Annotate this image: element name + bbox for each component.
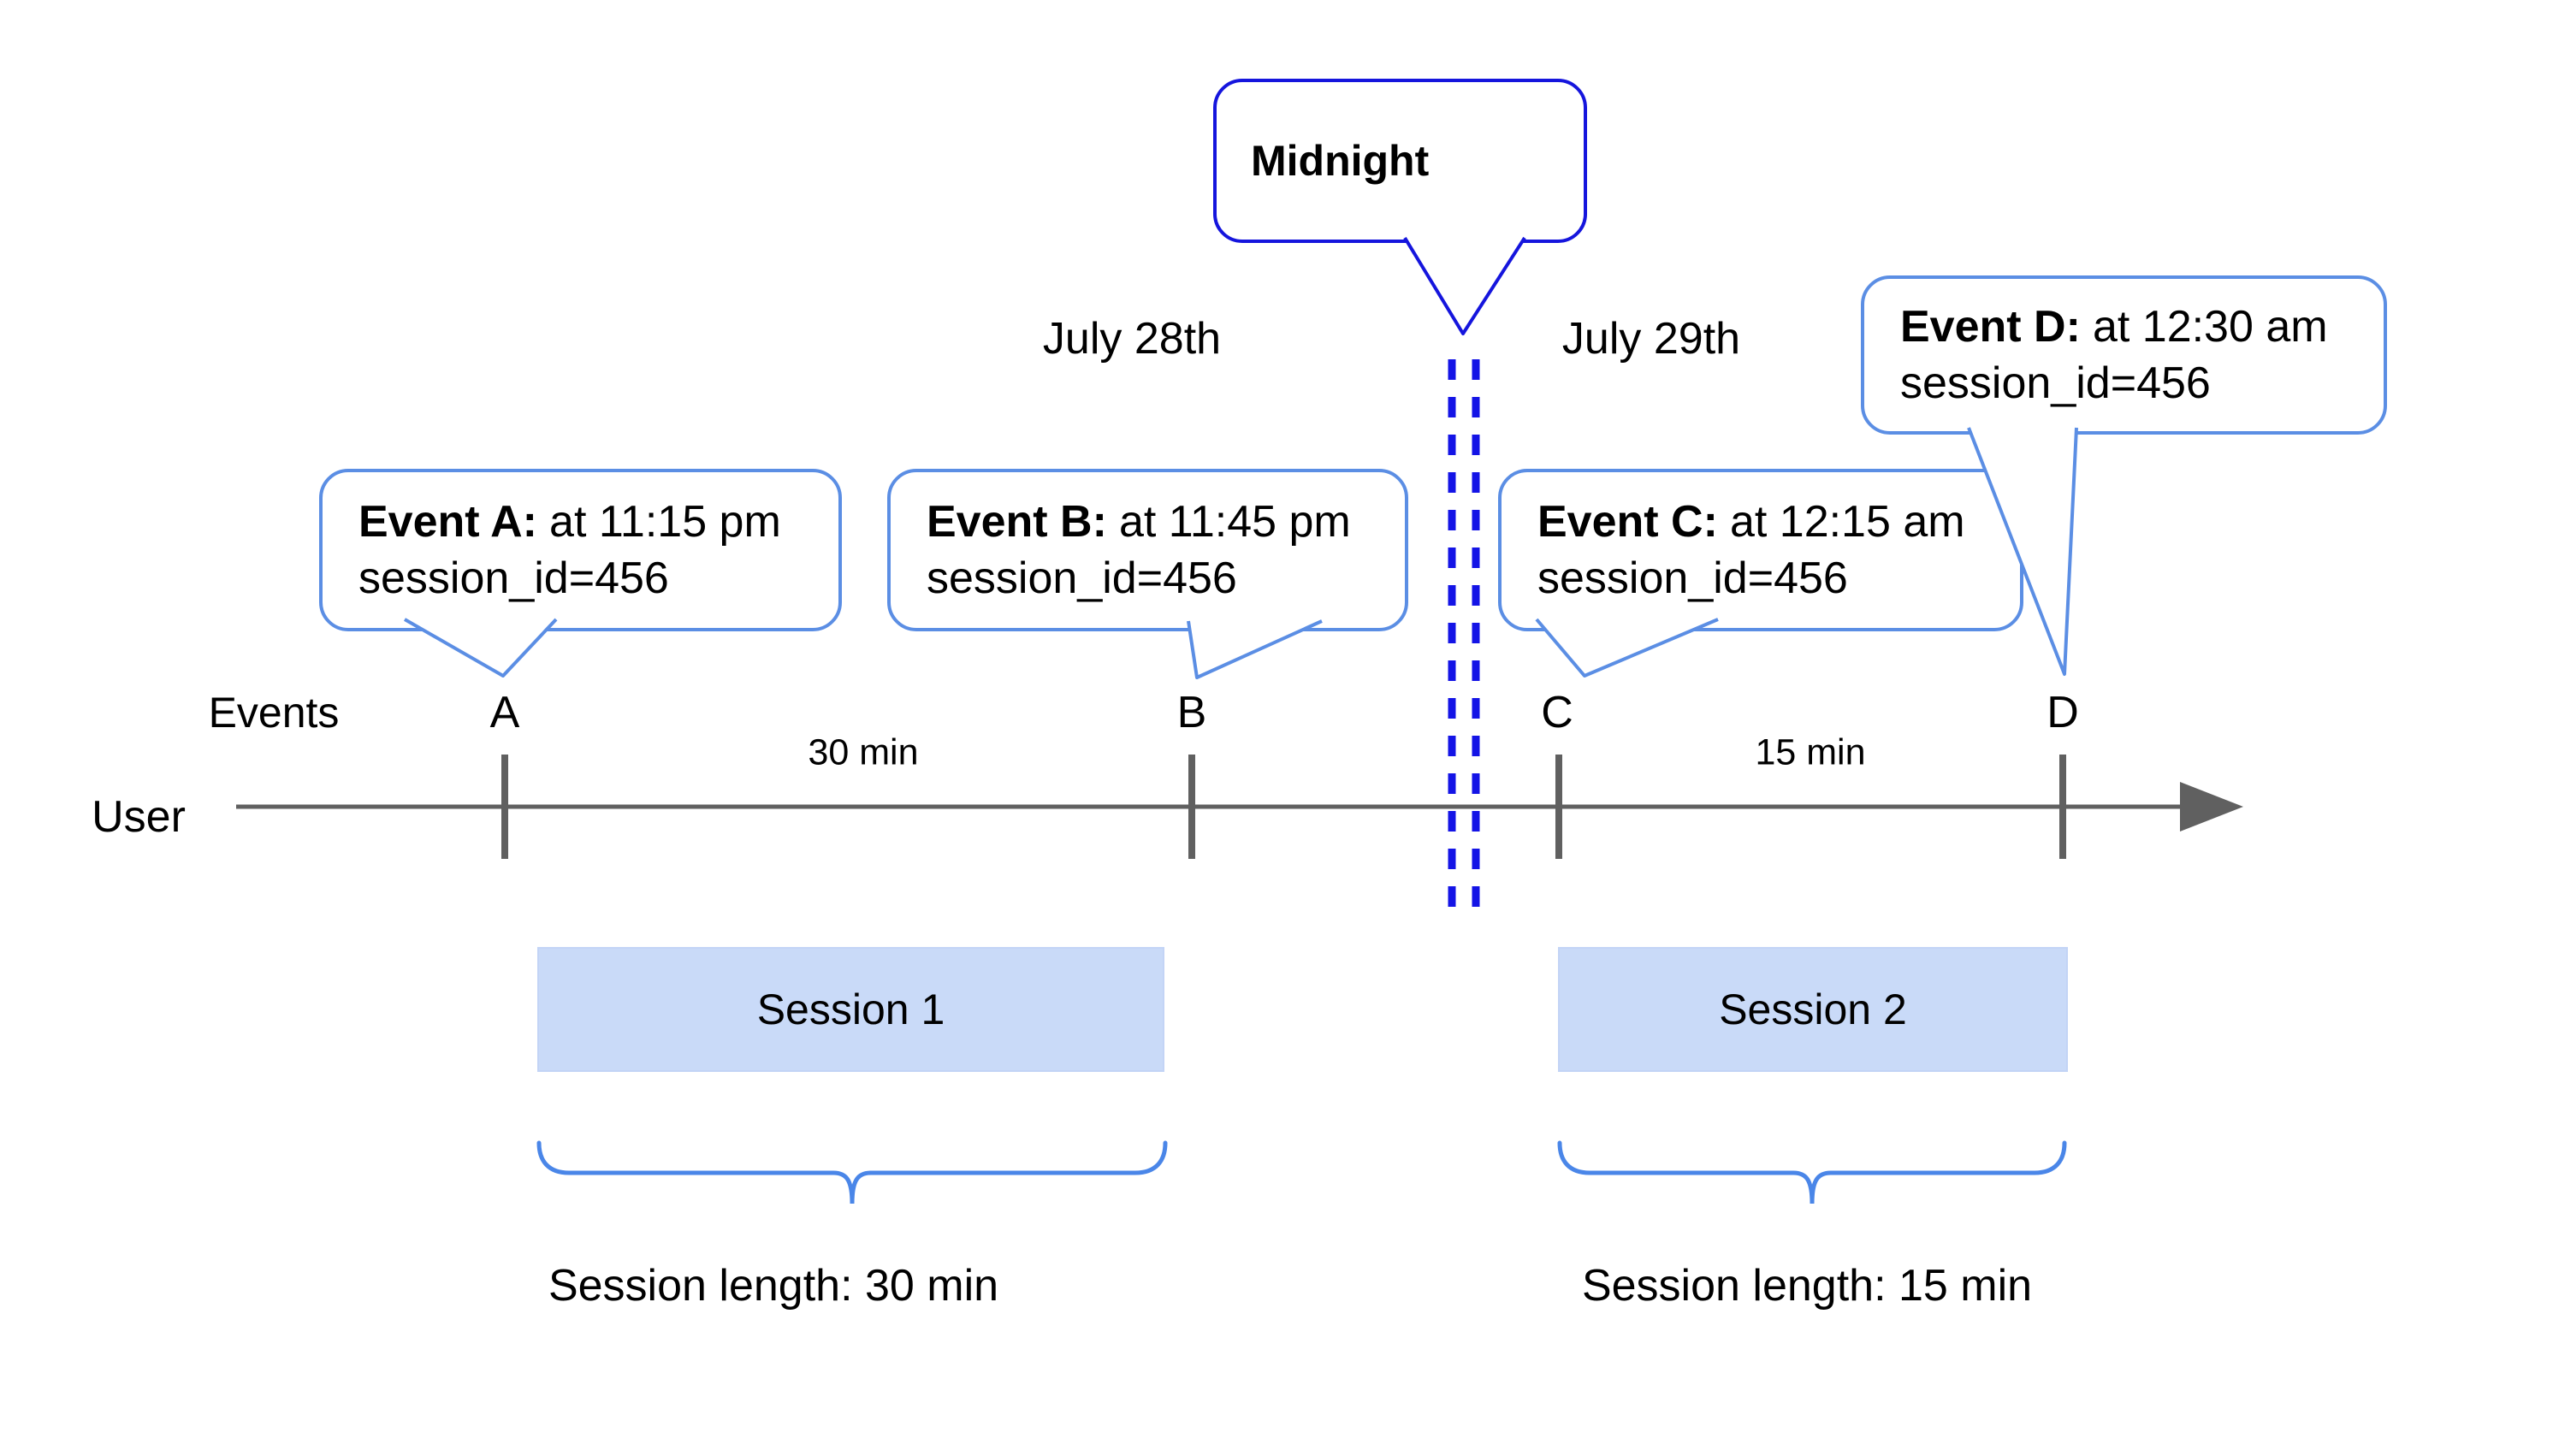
event-c-line1: Event C:at 12:15 am bbox=[1537, 494, 2011, 550]
date-label-july-29: July 29th bbox=[1561, 314, 1741, 364]
event-d-time: at 12:30 am bbox=[2092, 302, 2328, 352]
tick-label-d: D bbox=[2047, 688, 2079, 737]
session-2-length-label: Session length: 15 min bbox=[1581, 1261, 2033, 1311]
interval-label-15min: 15 min bbox=[1755, 731, 1866, 773]
session-2-box: Session 2 bbox=[1558, 947, 2068, 1072]
midnight-callout-label: Midnight bbox=[1251, 137, 1430, 185]
event-c-session: session_id=456 bbox=[1537, 553, 1848, 603]
event-c-title: Event C: bbox=[1537, 497, 1718, 547]
event-b-line1: Event B:at 11:45 pm bbox=[927, 494, 1396, 550]
event-a-line1: Event A:at 11:15 pm bbox=[358, 494, 830, 550]
event-d-session: session_id=456 bbox=[1900, 358, 2211, 408]
tick-label-b: B bbox=[1176, 688, 1207, 737]
event-a-title: Event A: bbox=[358, 497, 537, 547]
event-b-callout: Event B:at 11:45 pm session_id=456 bbox=[887, 469, 1408, 631]
session-1-box: Session 1 bbox=[537, 947, 1164, 1072]
session-1-brace bbox=[536, 1140, 1168, 1204]
user-lane-label: User bbox=[92, 792, 186, 842]
midnight-callout: Midnight bbox=[1213, 79, 1587, 243]
event-d-line1: Event D:at 12:30 am bbox=[1900, 299, 2375, 355]
event-b-time: at 11:45 pm bbox=[1118, 497, 1351, 547]
event-b-title: Event B: bbox=[927, 497, 1107, 547]
midnight-callout-tail bbox=[1403, 236, 1526, 335]
session-1-length-label: Session length: 30 min bbox=[548, 1261, 999, 1311]
event-b-session: session_id=456 bbox=[927, 553, 1237, 603]
event-a-callout: Event A:at 11:15 pm session_id=456 bbox=[319, 469, 842, 631]
session-2-label: Session 2 bbox=[1719, 985, 1907, 1033]
interval-label-30min: 30 min bbox=[808, 731, 919, 773]
event-a-time: at 11:15 pm bbox=[549, 497, 781, 547]
tick-label-c: C bbox=[1541, 688, 1573, 737]
events-axis-label: Events bbox=[208, 689, 340, 737]
event-c-callout: Event C:at 12:15 am session_id=456 bbox=[1498, 469, 2023, 631]
event-c-time: at 12:15 am bbox=[1729, 497, 1965, 547]
date-label-july-28: July 28th bbox=[1042, 314, 1222, 364]
event-a-session: session_id=456 bbox=[358, 553, 669, 603]
session-1-label: Session 1 bbox=[756, 985, 945, 1033]
event-d-title: Event D: bbox=[1900, 302, 2081, 352]
tick-label-a: A bbox=[489, 688, 520, 737]
timeline-arrowhead-icon bbox=[2180, 782, 2243, 832]
session-2-brace bbox=[1557, 1140, 2067, 1204]
event-d-callout: Event D:at 12:30 am session_id=456 bbox=[1861, 275, 2387, 435]
